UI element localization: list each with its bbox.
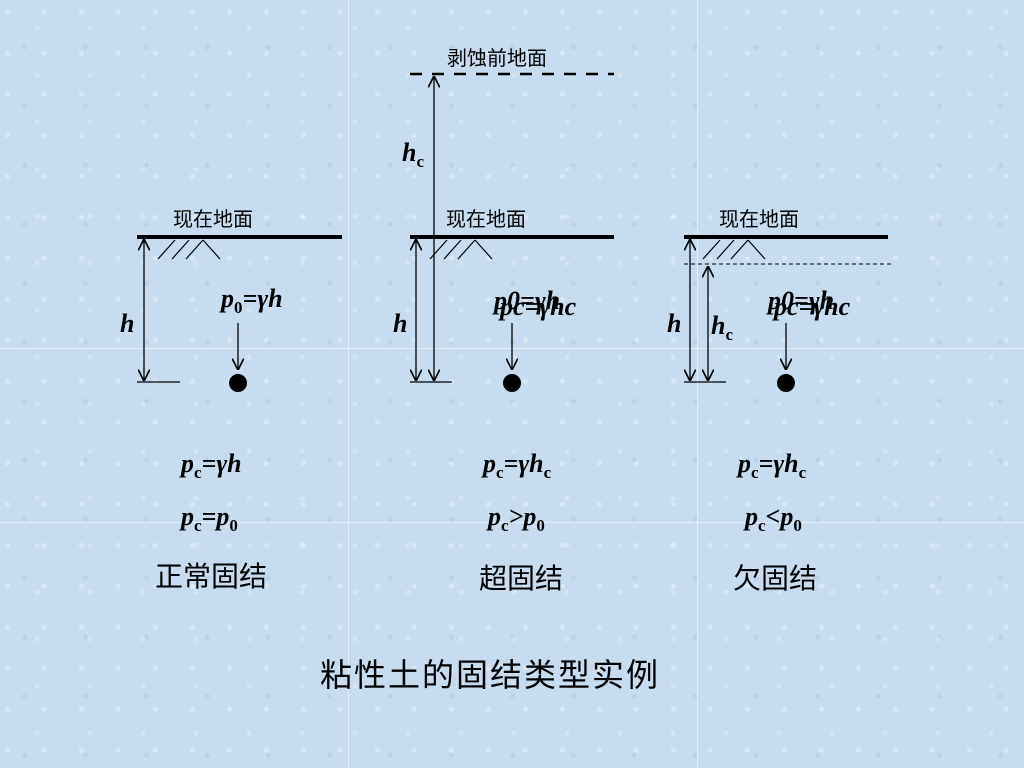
f2-rhs-base-3: p <box>780 502 794 531</box>
consolidation-state-2: 超固结 <box>479 562 564 595</box>
f1-base-2: p <box>483 449 496 478</box>
f2-sub-2: c <box>501 516 509 535</box>
bg-grid-v1 <box>348 0 349 768</box>
f1-rhs-2: =γh <box>503 449 544 478</box>
soil-hatch-3 <box>702 239 766 260</box>
ground-label-2: 现在地面 <box>446 207 526 231</box>
consolidation-state-1: 正常固结 <box>155 560 268 593</box>
f1-rhs-3: =γh <box>758 449 799 478</box>
hc-symbol-2: hc <box>402 138 424 172</box>
stress-label-2b: pc=γhc <box>500 292 577 321</box>
f2-op-3: < <box>765 502 781 531</box>
f2-rhs-sub-2: 0 <box>536 516 545 535</box>
formula-compare-2: pc>p0 <box>488 502 545 536</box>
h-symbol-2: h <box>393 309 408 338</box>
f1-base-3: p <box>738 449 751 478</box>
soil-element-2 <box>503 374 521 392</box>
hc-base-3: h <box>711 311 726 340</box>
soil-element-3 <box>777 374 795 392</box>
slide-title: 粘性土的固结类型实例 <box>320 656 661 694</box>
soil-element-1 <box>229 374 247 392</box>
stress-base-1: p <box>221 284 234 313</box>
hc-base-2: h <box>402 138 417 167</box>
hc-sub-2: c <box>416 152 425 171</box>
f2-base-2: p <box>488 502 501 531</box>
stress-label-2a: p0=γh <box>494 286 561 315</box>
f1-rhs-1: =γh <box>201 449 242 478</box>
hc-symbol-3: hc <box>711 311 733 345</box>
h-symbol-1: h <box>120 309 135 338</box>
f2-base-3: p <box>745 502 758 531</box>
formula-compare-3: pc<p0 <box>745 502 802 536</box>
stress-label-3b: pc=γhc <box>774 292 851 321</box>
ground-label-1: 现在地面 <box>173 207 253 231</box>
consolidation-state-3: 欠固结 <box>733 562 818 595</box>
f1-sub-3: c <box>751 463 759 482</box>
stress-label-3a: p0=γh <box>768 286 835 315</box>
stress-label-1: p0=γh <box>221 284 283 318</box>
f1-rhs-sub-3: c <box>798 463 807 482</box>
f2-sub-1: c <box>194 516 202 535</box>
h-symbol-3: h <box>667 309 682 338</box>
hc-sub-3: c <box>725 325 734 344</box>
f1-rhs-sub-2: c <box>543 463 552 482</box>
stress-sub-1: 0 <box>234 298 243 317</box>
formula-pc-3: pc=γhc <box>738 449 806 483</box>
ground-label-3: 现在地面 <box>719 207 799 231</box>
bg-grid-v2 <box>697 0 698 768</box>
formula-pc-2: pc=γhc <box>483 449 551 483</box>
f2-rhs-sub-1: 0 <box>229 516 238 535</box>
soil-hatch-2 <box>429 239 493 260</box>
f2-base-1: p <box>181 502 194 531</box>
f1-sub-1: c <box>194 463 202 482</box>
f2-op-2: > <box>508 502 524 531</box>
bg-grid-h2 <box>0 522 1024 523</box>
f2-rhs-base-2: p <box>523 502 537 531</box>
erosion-surface-label: 剥蚀前地面 <box>447 46 547 70</box>
f1-base-1: p <box>181 449 194 478</box>
f2-rhs-sub-3: 0 <box>793 516 802 535</box>
soil-hatch-1 <box>157 239 221 260</box>
f1-sub-2: c <box>496 463 504 482</box>
formula-pc-1: pc=γh <box>181 449 242 483</box>
f2-op-1: = <box>201 502 217 531</box>
f2-rhs-base-1: p <box>216 502 230 531</box>
stress-rhs-1: =γh <box>242 284 283 313</box>
formula-compare-1: pc=p0 <box>181 502 238 536</box>
f2-sub-3: c <box>758 516 766 535</box>
